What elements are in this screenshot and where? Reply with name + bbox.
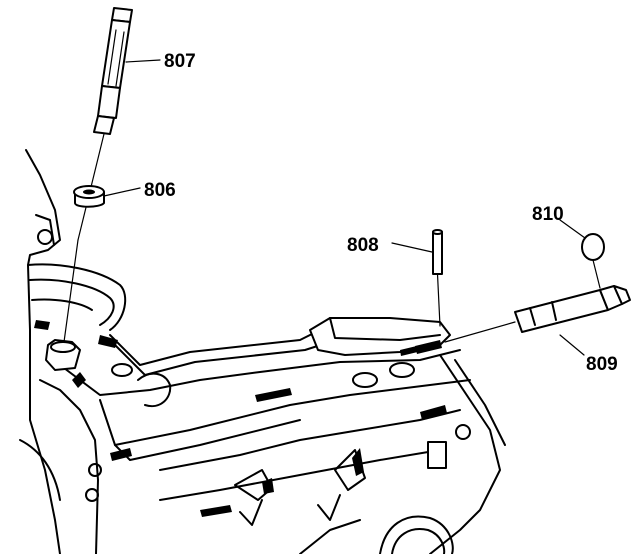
- callout-806: 806: [144, 180, 176, 201]
- leader-lines: [103, 59, 586, 356]
- transmission-case: [19, 149, 506, 554]
- callout-808: 808: [347, 235, 379, 256]
- part-808-pin: [432, 229, 443, 327]
- callout-807: 807: [164, 51, 196, 72]
- part-807-rod: [63, 7, 133, 343]
- callout-809: 809: [586, 354, 618, 375]
- part-809-shaft: [444, 285, 631, 343]
- part-806-bushing: [73, 185, 105, 208]
- callout-810: 810: [532, 204, 564, 225]
- part-810-o-ring: [581, 233, 605, 289]
